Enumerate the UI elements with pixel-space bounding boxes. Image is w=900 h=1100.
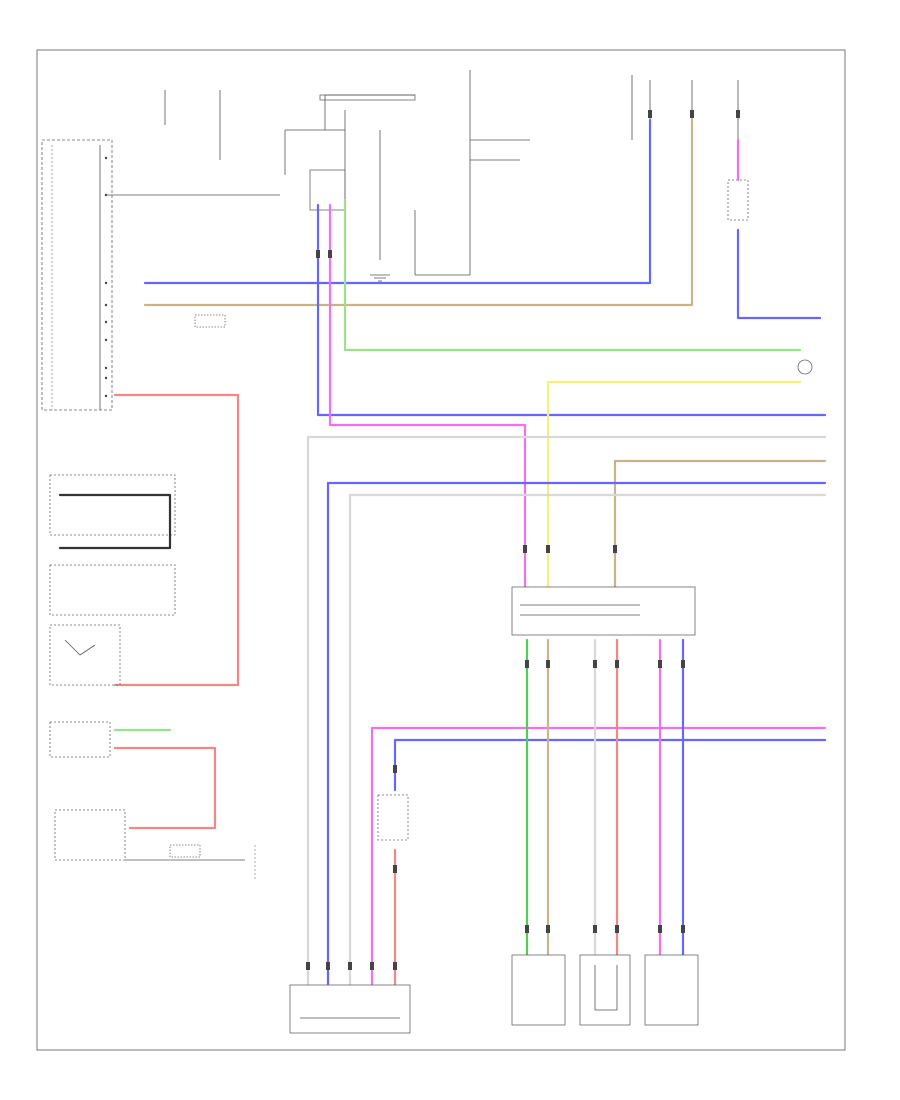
wire-green-relay: [343, 198, 802, 352]
wire-pink-relay: [328, 203, 527, 592]
diagram-frame: [36, 49, 846, 1051]
left-module-group: [41, 139, 280, 411]
left-switch-blocks: [49, 474, 256, 880]
wire-pink-lower: [370, 726, 827, 987]
wire-red-lower: [113, 746, 217, 830]
wire-blue-lower: [393, 738, 827, 792]
connector-pin-icon: [306, 110, 740, 970]
inline-connectors: [169, 314, 409, 858]
sensor-icon: [797, 359, 813, 375]
switch-icon: [64, 639, 96, 656]
wire-red-left: [113, 393, 240, 687]
wires: [113, 118, 827, 987]
sensor-box-1: [511, 954, 566, 1026]
wire-grey: [306, 435, 827, 987]
wire-blue-relay: [316, 203, 827, 417]
sensor-box-right: [727, 179, 749, 221]
sensor-box-3: [644, 954, 699, 1026]
wire-blue-mid: [326, 481, 827, 987]
relay-group: [284, 94, 470, 282]
wire-yellow: [546, 380, 802, 592]
wire-grey-2: [348, 493, 827, 987]
junction-connector-box: [511, 586, 696, 636]
ground-symbol-icon: [370, 274, 390, 282]
fuse-group-top: [164, 70, 530, 275]
bottom-connector-box: [289, 984, 411, 1034]
wire-blue-top: [143, 118, 652, 285]
left-module-box: [41, 139, 113, 411]
wire-tan-mid: [613, 459, 827, 592]
wire-purple-right: [736, 228, 822, 320]
wire-tan-top: [143, 118, 694, 307]
relay-box: [309, 169, 346, 211]
bottom-sensors: [511, 954, 699, 1026]
sensor-box-2: [579, 954, 631, 1026]
